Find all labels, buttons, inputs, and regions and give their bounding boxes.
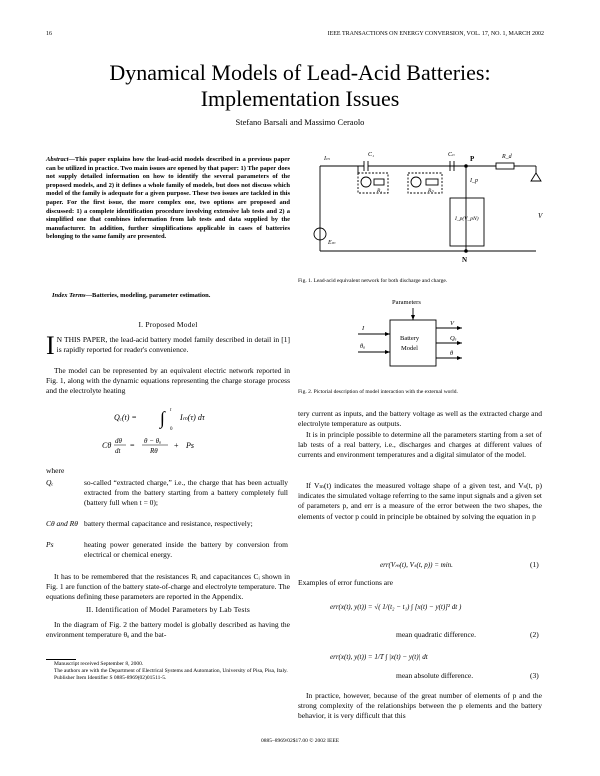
- footnote-identifier: Publisher Item Identifier S 0885-8969(02…: [54, 675, 167, 681]
- integral-lower: 0: [170, 427, 173, 432]
- equation-1: err(Vₘ(t), Vₛ(t, p)) = min.: [380, 561, 453, 569]
- parameters-label: Parameters: [392, 299, 421, 306]
- label-c1: C₁: [368, 152, 374, 158]
- definition-text: so-called “extracted charge,” i.e., the …: [84, 478, 288, 508]
- section-2-heading: II. Identification of Model Parameters b…: [85, 605, 251, 614]
- integral-upper: t: [170, 408, 172, 413]
- right-para-3: If Vₘ(t) indicates the measured voltage …: [298, 481, 542, 521]
- section-1-para-3: It has to be remembered that the resista…: [46, 572, 290, 602]
- battery-label: Battery: [400, 335, 420, 342]
- right-para-2: It is in principle possible to determine…: [298, 430, 542, 460]
- section-1-heading: I. Proposed Model: [138, 320, 198, 329]
- title-line-2: Implementation Issues: [200, 86, 400, 111]
- equation-1-number: (1): [530, 560, 539, 569]
- output-qe: Qₑ: [450, 335, 457, 342]
- definition-text: heating power generated inside the batte…: [84, 540, 288, 560]
- definition-list: Qₑ so-called “extracted charge,” i.e., t…: [46, 478, 290, 560]
- model-label: Model: [401, 345, 418, 352]
- label-v: V: [538, 212, 543, 220]
- eq-qe-rhs: Iₘ(τ) dτ: [179, 413, 206, 422]
- footnote-received: Manuscript received September 8, 2000.: [54, 661, 144, 667]
- definition-term: Ps: [46, 540, 54, 549]
- integral-sign: ∫: [159, 408, 166, 429]
- eq-qe-lhs: Qₑ(t) =: [114, 413, 137, 422]
- examples-label: Examples of error functions are: [298, 578, 393, 587]
- authors: Stefano Barsali and Massimo Ceraolo: [235, 117, 365, 127]
- eq-plus: +: [174, 441, 179, 450]
- equation-2-label: mean quadratic difference.: [396, 630, 477, 639]
- index-terms-text: —Batteries, modeling, parameter estimati…: [85, 292, 211, 299]
- paper-title: Dynamical Models of Lead-Acid Batteries:…: [0, 60, 600, 112]
- label-ip-box: I_p(V_pN): [454, 215, 479, 222]
- equation-3-label: mean absolute difference.: [396, 671, 474, 680]
- footnotes: Manuscript received September 8, 2000. T…: [46, 661, 290, 682]
- abstract-text: —This paper explains how the lead-acid m…: [46, 156, 290, 241]
- equation-2-number: (2): [530, 630, 539, 639]
- figure-2-diagram: Parameters Battery Model I θₐ V Qₑ θ: [358, 299, 462, 367]
- section-1-para-1-text: N THIS PAPER, the lead-acid battery mode…: [56, 335, 290, 355]
- title-line-1: Dynamical Models of Lead-Acid Batteries:: [109, 60, 491, 85]
- eq-theta-lhs: Cθ: [102, 441, 111, 450]
- label-em: Eₘ: [327, 240, 336, 246]
- footnote-affiliation: The authors are with the Department of E…: [54, 668, 288, 674]
- right-para-4: In practice, however, because of the gre…: [298, 691, 542, 721]
- eq-dtheta: dθ: [115, 437, 123, 445]
- section-1-para-2: The model can be represented by an equiv…: [46, 366, 290, 396]
- equation-3-number: (3): [530, 671, 539, 680]
- label-ip: I_p: [469, 178, 478, 184]
- eq-ps: Ps: [185, 441, 194, 450]
- definition-term: Cθ and Rθ: [46, 519, 78, 528]
- abstract: Abstract—This paper explains how the lea…: [46, 156, 290, 242]
- section-2-para-1: In the diagram of Fig. 2 the battery mod…: [46, 620, 290, 640]
- eq-equals: =: [130, 441, 135, 450]
- index-terms: Index Terms—Batteries, modeling, paramet…: [46, 292, 290, 301]
- definition-text: battery thermal capacitance and resistan…: [84, 519, 253, 528]
- figure-1-circuit: Iₘ C₁ Cₙ R₁ Rₙ R_d P I_p I_p(V_pN) Eₘ V …: [313, 152, 543, 264]
- page-footer: 0885–8969/02$17.00 © 2002 IEEE: [260, 738, 340, 744]
- equation-2: err(x(t), y(t)) = √( 1/(t₂ − t₁) ∫ [x(t)…: [330, 603, 462, 611]
- label-im: Iₘ: [323, 156, 330, 162]
- label-r1: R₁: [376, 188, 382, 194]
- footnote-rule: [46, 659, 76, 660]
- label-rd: R_d: [501, 154, 513, 160]
- eq-theta-diff: θ − θₐ: [144, 437, 161, 445]
- label-cn: Cₙ: [448, 152, 455, 158]
- eq-dt: dt: [115, 447, 122, 455]
- eq-rtheta: Rθ: [149, 447, 158, 455]
- input-theta-a: θₐ: [360, 343, 365, 350]
- input-i: I: [361, 325, 365, 332]
- figure-2-caption: Fig. 2. Pictorial description of model i…: [298, 389, 458, 395]
- equation-3: err(x(t), y(t)) = 1/T ∫ |x(t) − y(t)| dt: [330, 653, 428, 661]
- definition-term: Qₑ: [46, 478, 54, 487]
- figure-1-caption: Fig. 1. Lead-acid equivalent network for…: [298, 278, 448, 284]
- right-para-1: tery current as inputs, and the battery …: [298, 409, 542, 429]
- abstract-label: Abstract: [46, 156, 69, 163]
- drop-cap: I: [46, 331, 55, 360]
- output-v: V: [450, 320, 455, 327]
- where-label: where: [46, 466, 65, 475]
- label-n: N: [462, 256, 467, 264]
- label-rn: Rₙ: [427, 188, 434, 194]
- journal-header: IEEE TRANSACTIONS ON ENERGY CONVERSION, …: [327, 31, 544, 37]
- page-number: 16: [46, 31, 52, 37]
- index-terms-label: Index Terms: [52, 292, 86, 299]
- output-theta: θ: [450, 350, 454, 357]
- energy-equations: Qₑ(t) = ∫ t 0 Iₘ(τ) dτ Cθ dθ dt = θ − θₐ…: [102, 408, 206, 455]
- label-p: P: [470, 155, 475, 163]
